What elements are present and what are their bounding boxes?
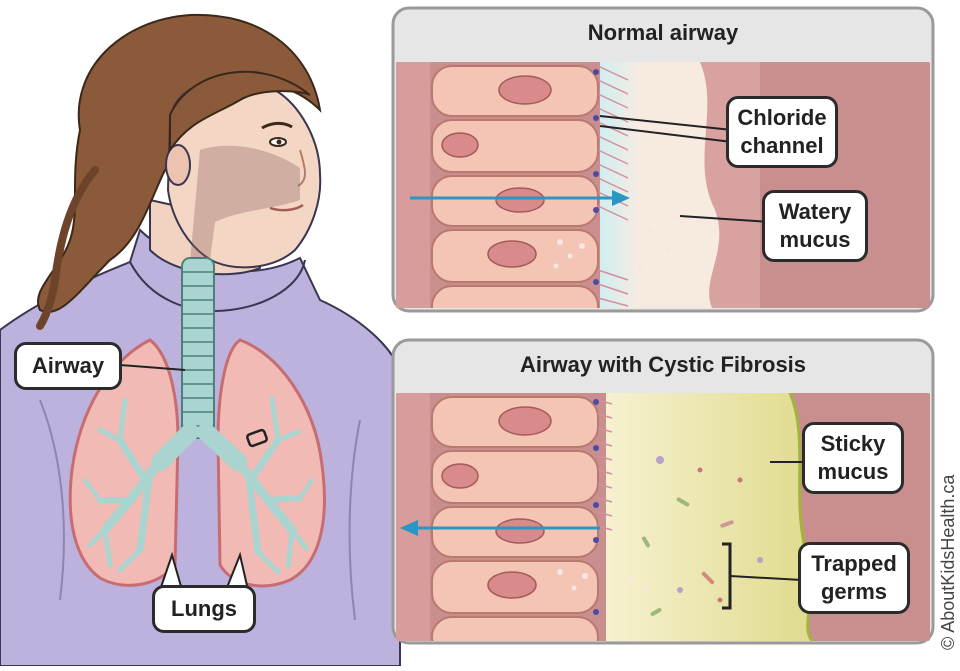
label-trapped-germs: Trapped germs	[798, 542, 910, 614]
normal-airway-panel	[393, 8, 933, 326]
label-airway: Airway	[14, 342, 122, 390]
label-lungs-text: Lungs	[155, 595, 253, 623]
label-watery-line1: Watery	[765, 198, 865, 226]
label-trapped-line1: Trapped	[801, 550, 907, 578]
label-trapped-line2: germs	[801, 578, 907, 606]
label-chloride-channel: Chloride channel	[726, 96, 838, 168]
label-chloride-line1: Chloride	[729, 104, 835, 132]
panel-title-normal: Normal airway	[393, 20, 933, 46]
panel-title-cf: Airway with Cystic Fibrosis	[393, 352, 933, 378]
label-lungs: Lungs	[152, 585, 256, 633]
label-watery-line2: mucus	[765, 226, 865, 254]
label-sticky-line2: mucus	[805, 458, 901, 486]
label-airway-text: Airway	[17, 352, 119, 380]
copyright-credit: © AboutKidsHealth.ca	[938, 626, 959, 650]
label-chloride-line2: channel	[729, 132, 835, 160]
label-sticky-line1: Sticky	[805, 430, 901, 458]
label-watery-mucus: Watery mucus	[762, 190, 868, 262]
label-sticky-mucus: Sticky mucus	[802, 422, 904, 494]
